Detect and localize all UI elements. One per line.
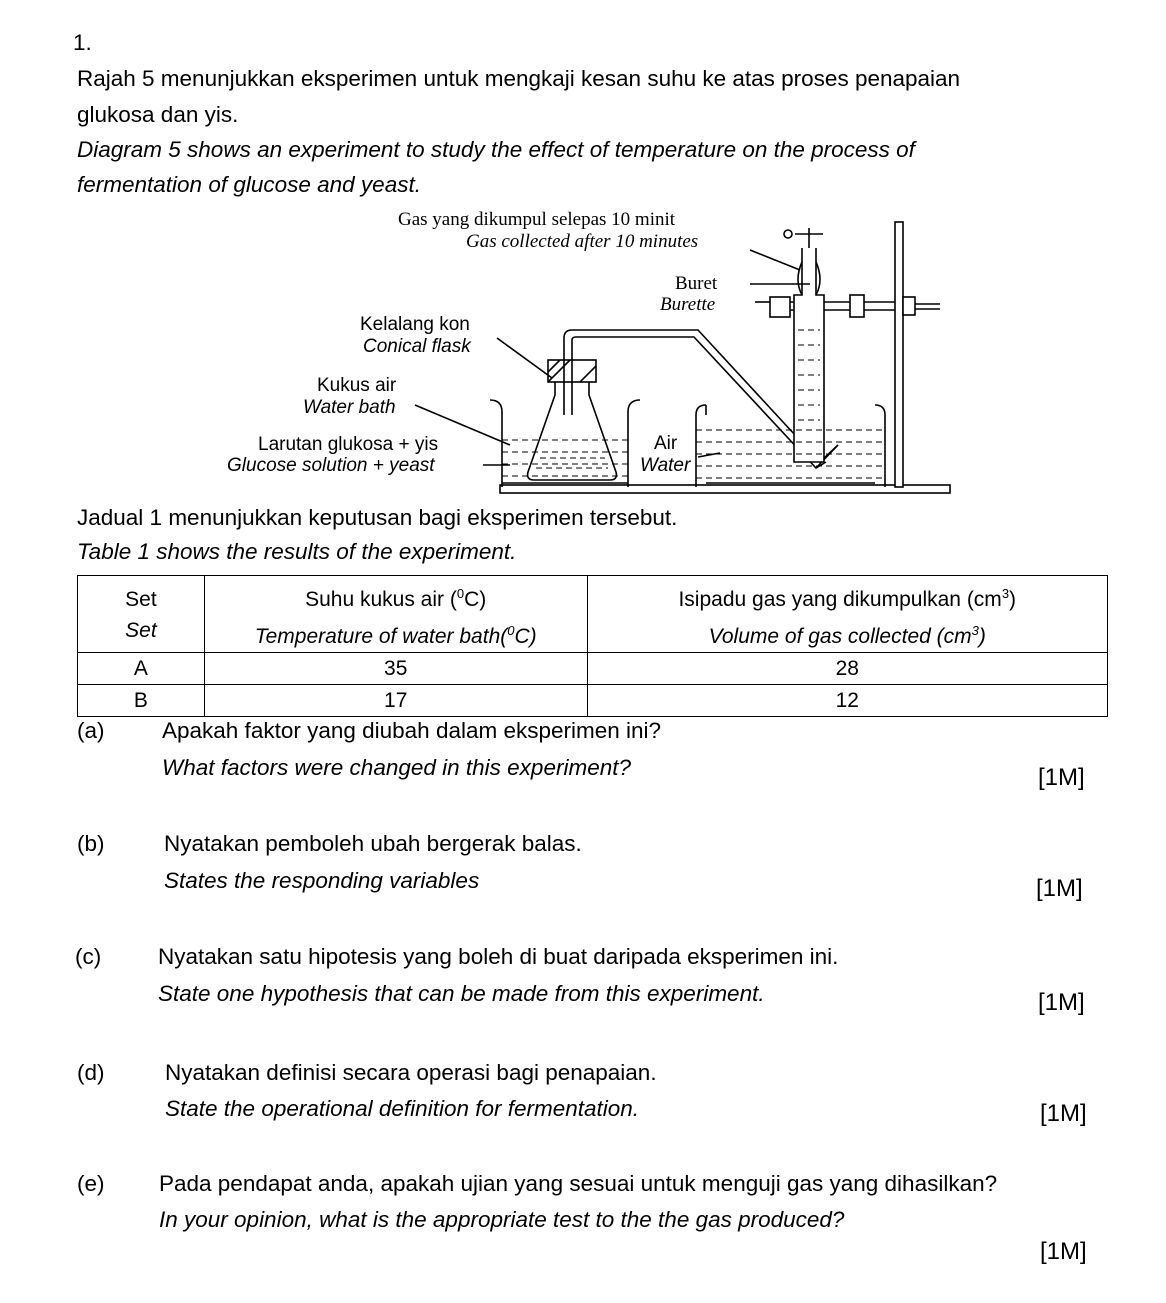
- experiment-diagram: Gas yang dikumpul selepas 10 minit Gas c…: [210, 200, 970, 505]
- intro-ms-line2: glukosa dan yis.: [77, 102, 239, 127]
- question-label: (c): [75, 944, 102, 969]
- header-volume: Isipadu gas yang dikumpulkan (cm3) Volum…: [586, 575, 1109, 653]
- bath-right-wall: [627, 399, 641, 487]
- pointer-gas: [749, 249, 801, 271]
- question-label: (b): [77, 831, 105, 856]
- table-row: B 17 12: [77, 684, 1109, 717]
- cell-temperature: 35: [203, 652, 588, 685]
- label-bath-ms: Kukus air: [317, 375, 397, 396]
- pointer-bath: [414, 404, 511, 446]
- question-label: (d): [77, 1060, 105, 1085]
- header-set: Set Set: [77, 575, 205, 653]
- label-water-en: Water: [640, 455, 691, 476]
- apparatus-drawing: [414, 221, 951, 494]
- question-ms: Nyatakan satu hipotesis yang boleh di bu…: [158, 944, 839, 969]
- marks: [1M]: [1040, 1100, 1087, 1127]
- table-intro-ms: Jadual 1 menunjukkan keputusan bagi eksp…: [77, 505, 678, 530]
- cell-volume: 28: [586, 652, 1109, 685]
- results-table: Set Set Suhu kukus air (0C) Temperature …: [77, 575, 1109, 717]
- trough-left-wall: [695, 404, 707, 487]
- marks: [1M]: [1036, 875, 1083, 902]
- marks: [1M]: [1038, 764, 1085, 791]
- question-ms: Nyatakan definisi secara operasi bagi pe…: [165, 1060, 657, 1085]
- label-buret-en: Burette: [660, 294, 716, 315]
- marks: [1M]: [1040, 1238, 1087, 1265]
- label-buret-ms: Buret: [675, 273, 718, 294]
- question-number: 1.: [73, 30, 92, 55]
- conical-flask: [526, 370, 618, 481]
- retort-stand: [894, 221, 904, 488]
- question-ms: Nyatakan pemboleh ubah bergerak balas.: [164, 831, 582, 856]
- table-intro-en: Table 1 shows the results of the experim…: [77, 539, 517, 564]
- question-en: States the responding variables: [164, 868, 480, 893]
- pointer-flask: [496, 337, 553, 379]
- base-plate: [499, 484, 951, 494]
- table-header-row: Set Set Suhu kukus air (0C) Temperature …: [77, 575, 1109, 653]
- table-row: A 35 28: [77, 652, 1109, 685]
- question-ms: Apakah faktor yang diubah dalam eksperim…: [162, 718, 662, 743]
- cell-set: A: [77, 652, 205, 685]
- intro-en-line1: Diagram 5 shows an experiment to study t…: [77, 137, 915, 162]
- header-temperature: Suhu kukus air (0C) Temperature of water…: [203, 575, 588, 653]
- label-gas-en: Gas collected after 10 minutes: [466, 231, 699, 252]
- label-solution-en: Glucose solution + yeast: [227, 455, 435, 476]
- bath-left-wall: [489, 399, 503, 487]
- intro-ms-line1: Rajah 5 menunjukkan eksperimen untuk men…: [77, 66, 961, 91]
- label-flask-ms: Kelalang kon: [360, 314, 470, 335]
- question-ms: Pada pendapat anda, apakah ujian yang se…: [159, 1171, 998, 1196]
- intro-en-line2: fermentation of glucose and yeast.: [77, 172, 421, 197]
- marks: [1M]: [1038, 989, 1085, 1016]
- label-solution-ms: Larutan glukosa + yis: [258, 434, 439, 455]
- question-en: In your opinion, what is the appropriate…: [159, 1207, 845, 1232]
- label-flask-en: Conical flask: [363, 336, 471, 357]
- question-label: (a): [77, 718, 105, 743]
- question-en: State the operational definition for fer…: [165, 1096, 640, 1121]
- question-label: (e): [77, 1171, 105, 1196]
- cell-set: B: [77, 684, 205, 717]
- trough-right-wall: [874, 404, 886, 487]
- cell-temperature: 17: [203, 684, 588, 717]
- label-gas-ms: Gas yang dikumpul selepas 10 minit: [398, 209, 676, 230]
- question-en: State one hypothesis that can be made fr…: [158, 981, 765, 1006]
- label-bath-en: Water bath: [303, 397, 396, 418]
- question-en: What factors were changed in this experi…: [162, 755, 631, 780]
- burette: [793, 248, 825, 463]
- cell-volume: 12: [586, 684, 1109, 717]
- delivery-tube: [563, 329, 839, 464]
- label-water-ms: Air: [654, 433, 678, 454]
